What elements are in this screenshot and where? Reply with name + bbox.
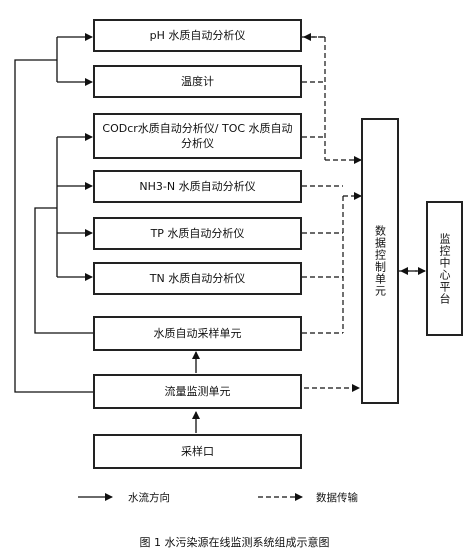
sampling-label: 水质自动采样单元 [153, 327, 242, 340]
nh3n-analyzer-box: NH3-N 水质自动分析仪 [93, 170, 302, 203]
data-control-unit-box: 数据控制单元 [361, 118, 399, 404]
sampling-unit-box: 水质自动采样单元 [93, 316, 302, 351]
platform-label: 监控中心平台 [438, 232, 451, 305]
tp-analyzer-box: TP 水质自动分析仪 [93, 217, 302, 250]
sampling-inlet-box: 采样口 [93, 434, 302, 469]
flow-outer-loop [14, 59, 94, 393]
nh3-label: NH3-N 水质自动分析仪 [139, 180, 256, 193]
cod-label-line2: 分析仪 [181, 137, 214, 150]
tn-label: TN 水质自动分析仪 [149, 272, 246, 285]
flow-inner-loop [34, 207, 94, 334]
water-flow-lines [14, 33, 200, 433]
thermometer-box: 温度计 [93, 65, 302, 98]
legend-water-flow-label: 水流方向 [128, 492, 170, 504]
flow-label: 流量监测单元 [164, 385, 231, 398]
ph-label: pH 水质自动分析仪 [149, 29, 246, 42]
cod-label-line1: CODcr水质自动分析仪/ TOC 水质自动 [102, 122, 293, 135]
figure-caption: 图 1 水污染源在线监测系统组成示意图 [139, 536, 330, 549]
inlet-label: 采样口 [181, 445, 214, 458]
legend-data-transfer-label: 数据传输 [316, 492, 358, 504]
temp-label: 温度计 [181, 75, 214, 88]
flow-monitor-box: 流量监测单元 [93, 374, 302, 409]
tp-label: TP 水质自动分析仪 [150, 227, 245, 240]
tn-analyzer-box: TN 水质自动分析仪 [93, 262, 302, 295]
cod-toc-analyzer-box: CODcr水质自动分析仪/ TOC 水质自动 分析仪 [93, 113, 302, 159]
monitoring-platform-box: 监控中心平台 [426, 201, 463, 336]
data-unit-label: 数据控制单元 [373, 225, 387, 297]
data-transfer-lines [302, 33, 426, 392]
ph-analyzer-box: pH 水质自动分析仪 [93, 19, 302, 52]
